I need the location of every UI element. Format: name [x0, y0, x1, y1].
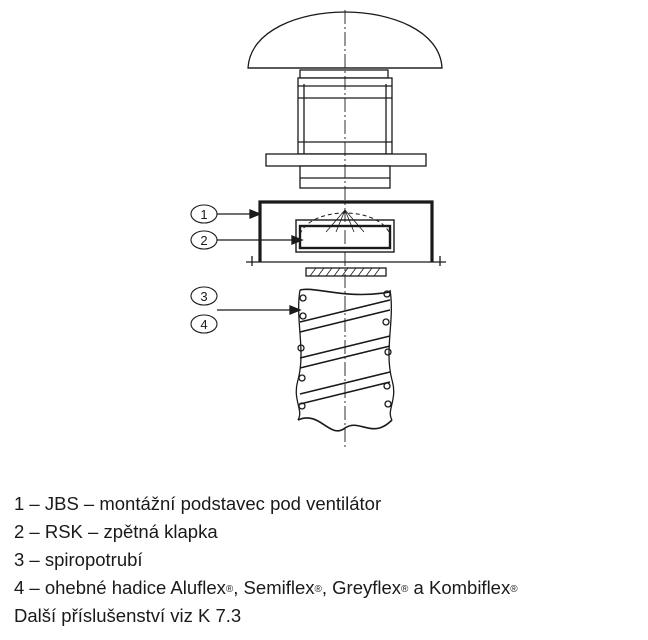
- callout-1: 1: [190, 204, 262, 224]
- svg-text:2: 2: [200, 233, 207, 248]
- legend-item-4: 4 – ohebné hadice Aluflex®, Semiflex®, G…: [14, 577, 518, 598]
- ventilator-assembly-diagram: 1 2 3 4: [190, 10, 446, 448]
- legend-item-1: 1 – JBS – montážní podstavec pod ventilá…: [14, 493, 382, 514]
- connector-ring: [305, 267, 387, 277]
- legend-item-2: 2 – RSK – zpětná klapka: [14, 521, 218, 542]
- svg-text:3: 3: [200, 289, 207, 304]
- legend-item-3: 3 – spiropotrubí: [14, 549, 143, 570]
- callout-4: 4: [190, 305, 302, 334]
- callout-3: 3: [190, 286, 218, 306]
- svg-text:4: 4: [200, 317, 207, 332]
- fan-motor: [297, 77, 393, 155]
- jbs-mounting-base: [246, 200, 446, 266]
- svg-text:1: 1: [200, 207, 207, 222]
- legend: 1 – JBS – montážní podstavec pod ventilá…: [14, 490, 644, 630]
- fan-flange: [265, 153, 427, 189]
- callout-2: 2: [190, 230, 304, 250]
- legend-footer: Další příslušenství viz K 7.3: [14, 605, 242, 626]
